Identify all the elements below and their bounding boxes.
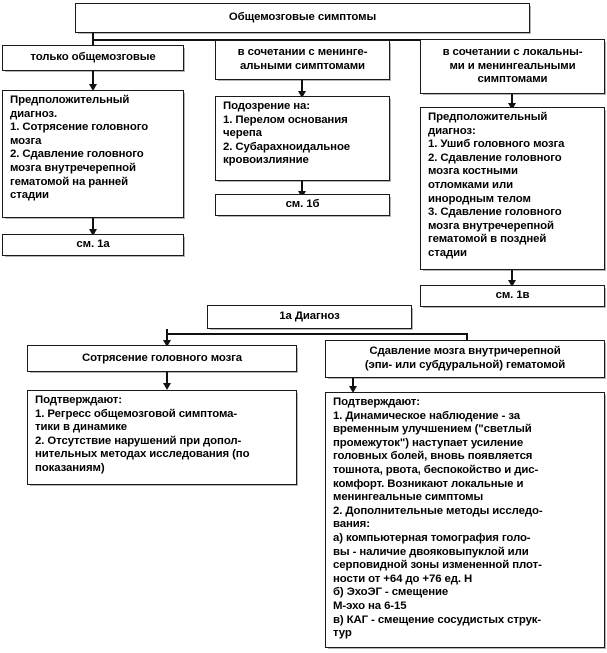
arrowhead-mid-branch-to-susp (297, 91, 306, 98)
arrowhead-left-branch-to-diag (88, 84, 97, 91)
node-branch-right: в сочетании с локальны- ми и менингеальн… (420, 39, 605, 94)
node-root: Общемозговые симптомы (75, 3, 530, 33)
node-branch-mid: в сочетании с менинге- альными симптомам… (215, 40, 390, 80)
connector-right-diag-to-ref (511, 270, 513, 283)
node-left-diagnosis: Предположительный диагноз. 1. Сотрясение… (2, 90, 184, 218)
connector-compression-to-confirm (352, 378, 354, 389)
connector-mid-branch-to-susp (301, 80, 303, 94)
node-confirm-concussion: Подтверждают: 1. Регресс общемозговой си… (27, 390, 297, 485)
arrowhead-left-diag-to-ref (88, 229, 97, 236)
connector-mid-susp-to-ref (301, 181, 303, 194)
connector-1a-to-concussion (166, 333, 168, 342)
arrowhead-1a-to-concussion (162, 340, 171, 347)
node-branch-left: только общемозговые (2, 45, 184, 71)
node-mid-reference: см. 1б (215, 194, 390, 216)
arrowhead-right-branch-to-diag (507, 103, 516, 110)
node-right-diagnosis: Предположительный диагноз: 1. Ушиб голов… (420, 107, 605, 270)
connector-1a-to-compression (466, 333, 468, 342)
connector-1a-trunk (166, 329, 168, 335)
node-confirm-compression: Подтверждают: 1. Динамическое наблюдение… (325, 392, 605, 648)
node-right-reference: см. 1в (420, 285, 605, 307)
node-mid-suspicion: Подозрение на: 1. Перелом основания чере… (215, 96, 390, 181)
node-concussion: Сотрясение головного мозга (27, 345, 297, 372)
connector-right-branch-to-diag (511, 94, 513, 107)
node-compression: Сдавление мозга внутричерепной (эпи- или… (325, 340, 605, 378)
connector-root-to-left (92, 39, 94, 48)
node-diagnosis-1a: 1а Диагноз (207, 305, 412, 329)
node-left-reference: см. 1а (2, 234, 184, 256)
connector-left-diag-to-ref (92, 218, 94, 232)
connector-left-branch-to-diag (92, 71, 94, 87)
arrowhead-right-diag-to-ref (507, 280, 516, 287)
connector-1a-bus (166, 333, 466, 335)
arrowhead-concussion-to-confirm (162, 383, 171, 390)
connector-concussion-to-confirm (166, 372, 168, 386)
connector-root-trunk (92, 33, 94, 41)
arrowhead-compression-to-confirm (348, 386, 357, 393)
